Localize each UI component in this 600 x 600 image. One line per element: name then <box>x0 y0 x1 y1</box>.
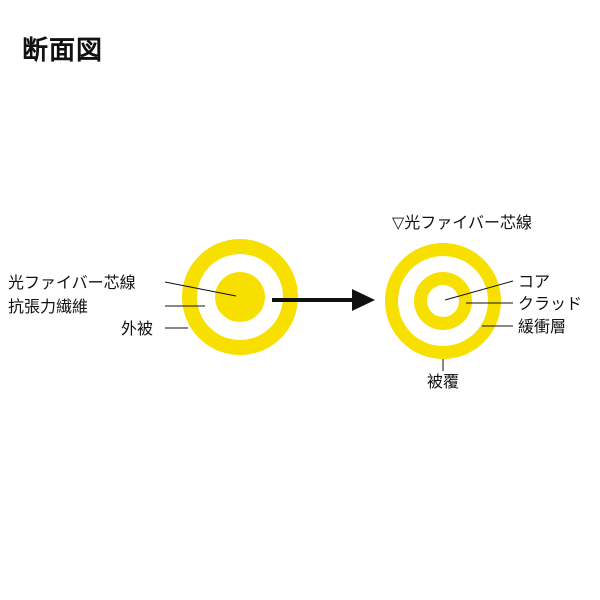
label-clad: クラッド <box>518 294 582 313</box>
page-title: 断面図 <box>22 36 104 66</box>
fiber-core <box>427 285 459 317</box>
leader-fiber <box>164 281 237 297</box>
label-core: コア <box>518 272 550 291</box>
label-strength: 抗張力繊維 <box>8 297 88 316</box>
leader-core <box>444 280 514 301</box>
fiber-heading: ▽光ファイバー芯線 <box>392 213 532 232</box>
arrow-icon <box>272 289 375 311</box>
label-fiber: 光ファイバー芯線 <box>8 273 136 292</box>
cable-cross-section <box>182 239 298 355</box>
label-jacket: 外被 <box>121 319 153 338</box>
fiber-cross-section <box>385 243 501 359</box>
label-buffer: 緩衝層 <box>518 317 566 336</box>
label-coating: 被覆 <box>427 372 459 391</box>
cable-fiber-core <box>215 272 265 322</box>
